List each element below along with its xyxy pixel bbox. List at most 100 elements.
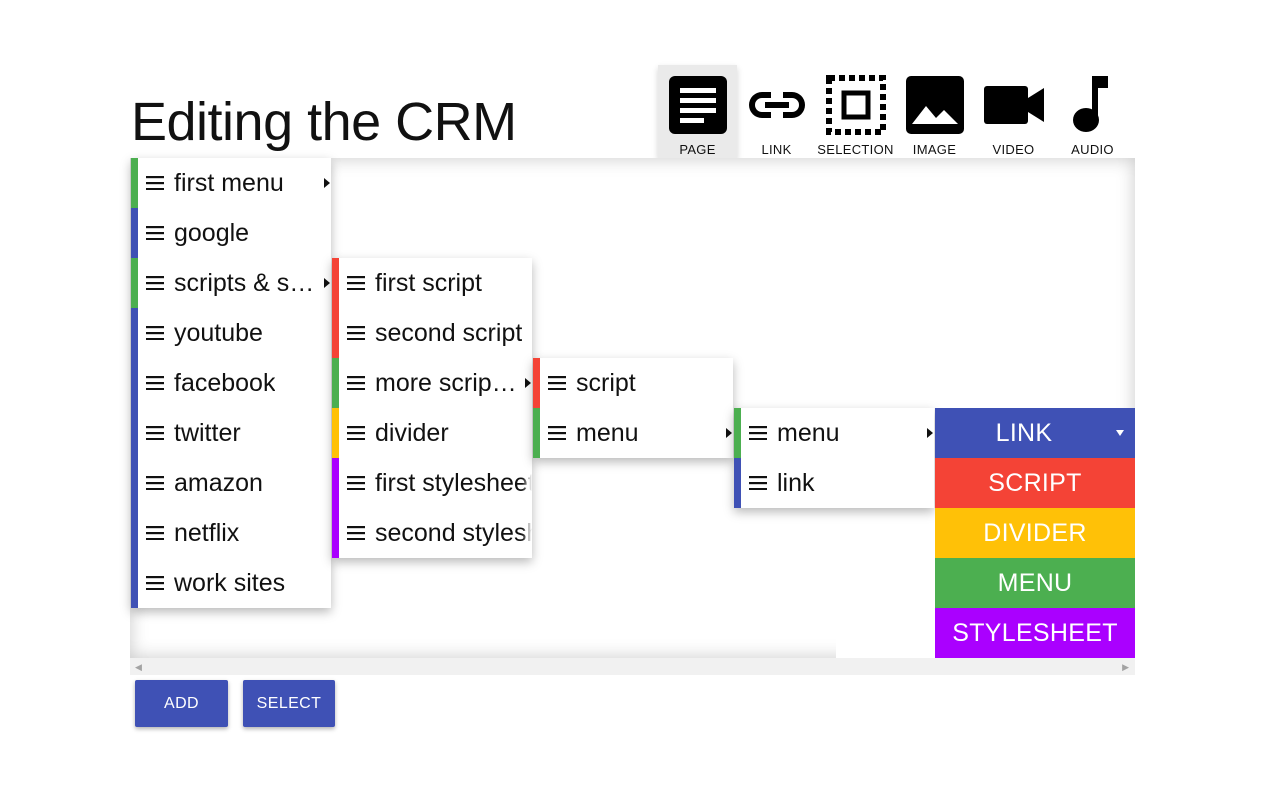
tree-item-label: twitter <box>174 418 241 447</box>
content-type-label: VIDEO <box>992 142 1035 157</box>
tree-item-label: divider <box>375 418 449 447</box>
drag-handle-icon[interactable] <box>146 176 164 190</box>
page-title: Editing the CRM <box>131 92 517 152</box>
drag-handle-icon[interactable] <box>347 526 365 540</box>
tree-item-label: netflix <box>174 518 240 547</box>
content-type-image[interactable]: IMAGE <box>895 65 974 158</box>
tree-item[interactable]: google <box>131 208 331 258</box>
horizontal-scrollbar[interactable]: ◀ ▶ <box>130 658 1135 675</box>
type-option-script[interactable]: SCRIPT <box>935 458 1135 508</box>
image-icon <box>905 76 964 134</box>
drag-handle-icon[interactable] <box>347 376 365 390</box>
editor-blank-region <box>836 508 935 658</box>
drag-handle-icon[interactable] <box>146 276 164 290</box>
tree-item-label: scripts & s… <box>174 268 315 297</box>
drag-handle-icon[interactable] <box>548 376 566 390</box>
content-type-label: AUDIO <box>1071 142 1114 157</box>
type-option-label: LINK <box>995 418 1053 447</box>
tree-item-label: first script <box>375 268 482 297</box>
drag-handle-icon[interactable] <box>146 576 164 590</box>
tree-item[interactable]: more scrip… <box>332 358 532 408</box>
drag-handle-icon[interactable] <box>347 426 365 440</box>
type-selector: LINK SCRIPT DIVIDER MENU STYLESHEET <box>935 408 1135 658</box>
drag-handle-icon[interactable] <box>347 326 365 340</box>
drag-handle-icon[interactable] <box>146 326 164 340</box>
drag-handle-icon[interactable] <box>146 226 164 240</box>
drag-handle-icon[interactable] <box>347 276 365 290</box>
drag-handle-icon[interactable] <box>146 526 164 540</box>
drag-handle-icon[interactable] <box>347 476 365 490</box>
tree-item-label: script <box>576 368 636 397</box>
dropdown-arrow-icon[interactable] <box>1116 430 1124 436</box>
content-type-page[interactable]: PAGE <box>658 65 737 158</box>
submenu-arrow-icon <box>324 278 330 288</box>
submenu-arrow-icon <box>927 428 933 438</box>
submenu-arrow-icon <box>324 178 330 188</box>
tree-column-1: first menu google scripts & s… youtube f… <box>131 158 331 608</box>
content-type-video[interactable]: VIDEO <box>974 65 1053 158</box>
drag-handle-icon[interactable] <box>146 376 164 390</box>
tree-item-label: menu <box>576 418 639 447</box>
tree-column-3: script menu <box>533 358 733 458</box>
content-type-label: SELECTION <box>817 142 894 157</box>
tree-item-label: link <box>777 468 815 497</box>
tree-item[interactable]: youtube <box>131 308 331 358</box>
type-option-label: MENU <box>997 568 1073 597</box>
tree-item-label: youtube <box>174 318 263 347</box>
page-icon <box>668 76 727 134</box>
type-option-label: DIVIDER <box>983 518 1087 547</box>
tree-item-label: amazon <box>174 468 263 497</box>
tree-item[interactable]: second stylesheet <box>332 508 532 558</box>
add-button[interactable]: ADD <box>135 680 228 727</box>
tree-item[interactable]: divider <box>332 408 532 458</box>
submenu-arrow-icon <box>726 428 732 438</box>
tree-item[interactable]: second script <box>332 308 532 358</box>
submenu-arrow-icon <box>525 378 531 388</box>
tree-item-label: more scrip… <box>375 368 517 397</box>
tree-item[interactable]: first script <box>332 258 532 308</box>
text-fade <box>522 508 532 558</box>
tree-item[interactable]: work sites <box>131 558 331 608</box>
tree-item-label: google <box>174 218 250 247</box>
tree-item[interactable]: first menu <box>131 158 331 208</box>
tree-item[interactable]: netflix <box>131 508 331 558</box>
content-type-link[interactable]: LINK <box>737 65 816 158</box>
tree-item[interactable]: script <box>533 358 733 408</box>
tree-column-2: first script second script more scrip… d… <box>332 258 532 558</box>
type-option-link[interactable]: LINK <box>935 408 1135 458</box>
tree-item[interactable]: link <box>734 458 934 508</box>
content-type-label: PAGE <box>679 142 716 157</box>
tree-item[interactable]: amazon <box>131 458 331 508</box>
link-icon <box>748 92 805 118</box>
tree-item-label: menu <box>777 418 840 447</box>
scroll-left-icon[interactable]: ◀ <box>135 662 142 672</box>
tree-item-label: first menu <box>174 168 284 197</box>
select-button[interactable]: SELECT <box>243 680 335 727</box>
tree-item[interactable]: facebook <box>131 358 331 408</box>
tree-item-label: second script <box>375 318 523 347</box>
drag-handle-icon[interactable] <box>146 426 164 440</box>
tree-column-4: menu link <box>734 408 934 508</box>
type-option-divider[interactable]: DIVIDER <box>935 508 1135 558</box>
type-option-stylesheet[interactable]: STYLESHEET <box>935 608 1135 658</box>
audio-icon <box>1072 76 1108 132</box>
type-option-label: SCRIPT <box>988 468 1082 497</box>
content-type-audio[interactable]: AUDIO <box>1053 65 1132 158</box>
drag-handle-icon[interactable] <box>749 426 767 440</box>
scroll-right-icon[interactable]: ▶ <box>1122 662 1129 672</box>
content-type-label: LINK <box>761 142 792 157</box>
tree-item[interactable]: menu <box>533 408 733 458</box>
tree-item-label: work sites <box>174 568 286 597</box>
drag-handle-icon[interactable] <box>146 476 164 490</box>
drag-handle-icon[interactable] <box>749 476 767 490</box>
tree-item[interactable]: first stylesheet <box>332 458 532 508</box>
tree-item[interactable]: twitter <box>131 408 331 458</box>
drag-handle-icon[interactable] <box>548 426 566 440</box>
tree-item-label: facebook <box>174 368 276 397</box>
tree-item-label: first stylesheet <box>375 468 532 497</box>
tree-item[interactable]: menu <box>734 408 934 458</box>
tree-item-label: second stylesheet <box>375 518 532 547</box>
type-option-menu[interactable]: MENU <box>935 558 1135 608</box>
tree-item[interactable]: scripts & s… <box>131 258 331 308</box>
content-type-selection[interactable]: SELECTION <box>816 65 895 158</box>
